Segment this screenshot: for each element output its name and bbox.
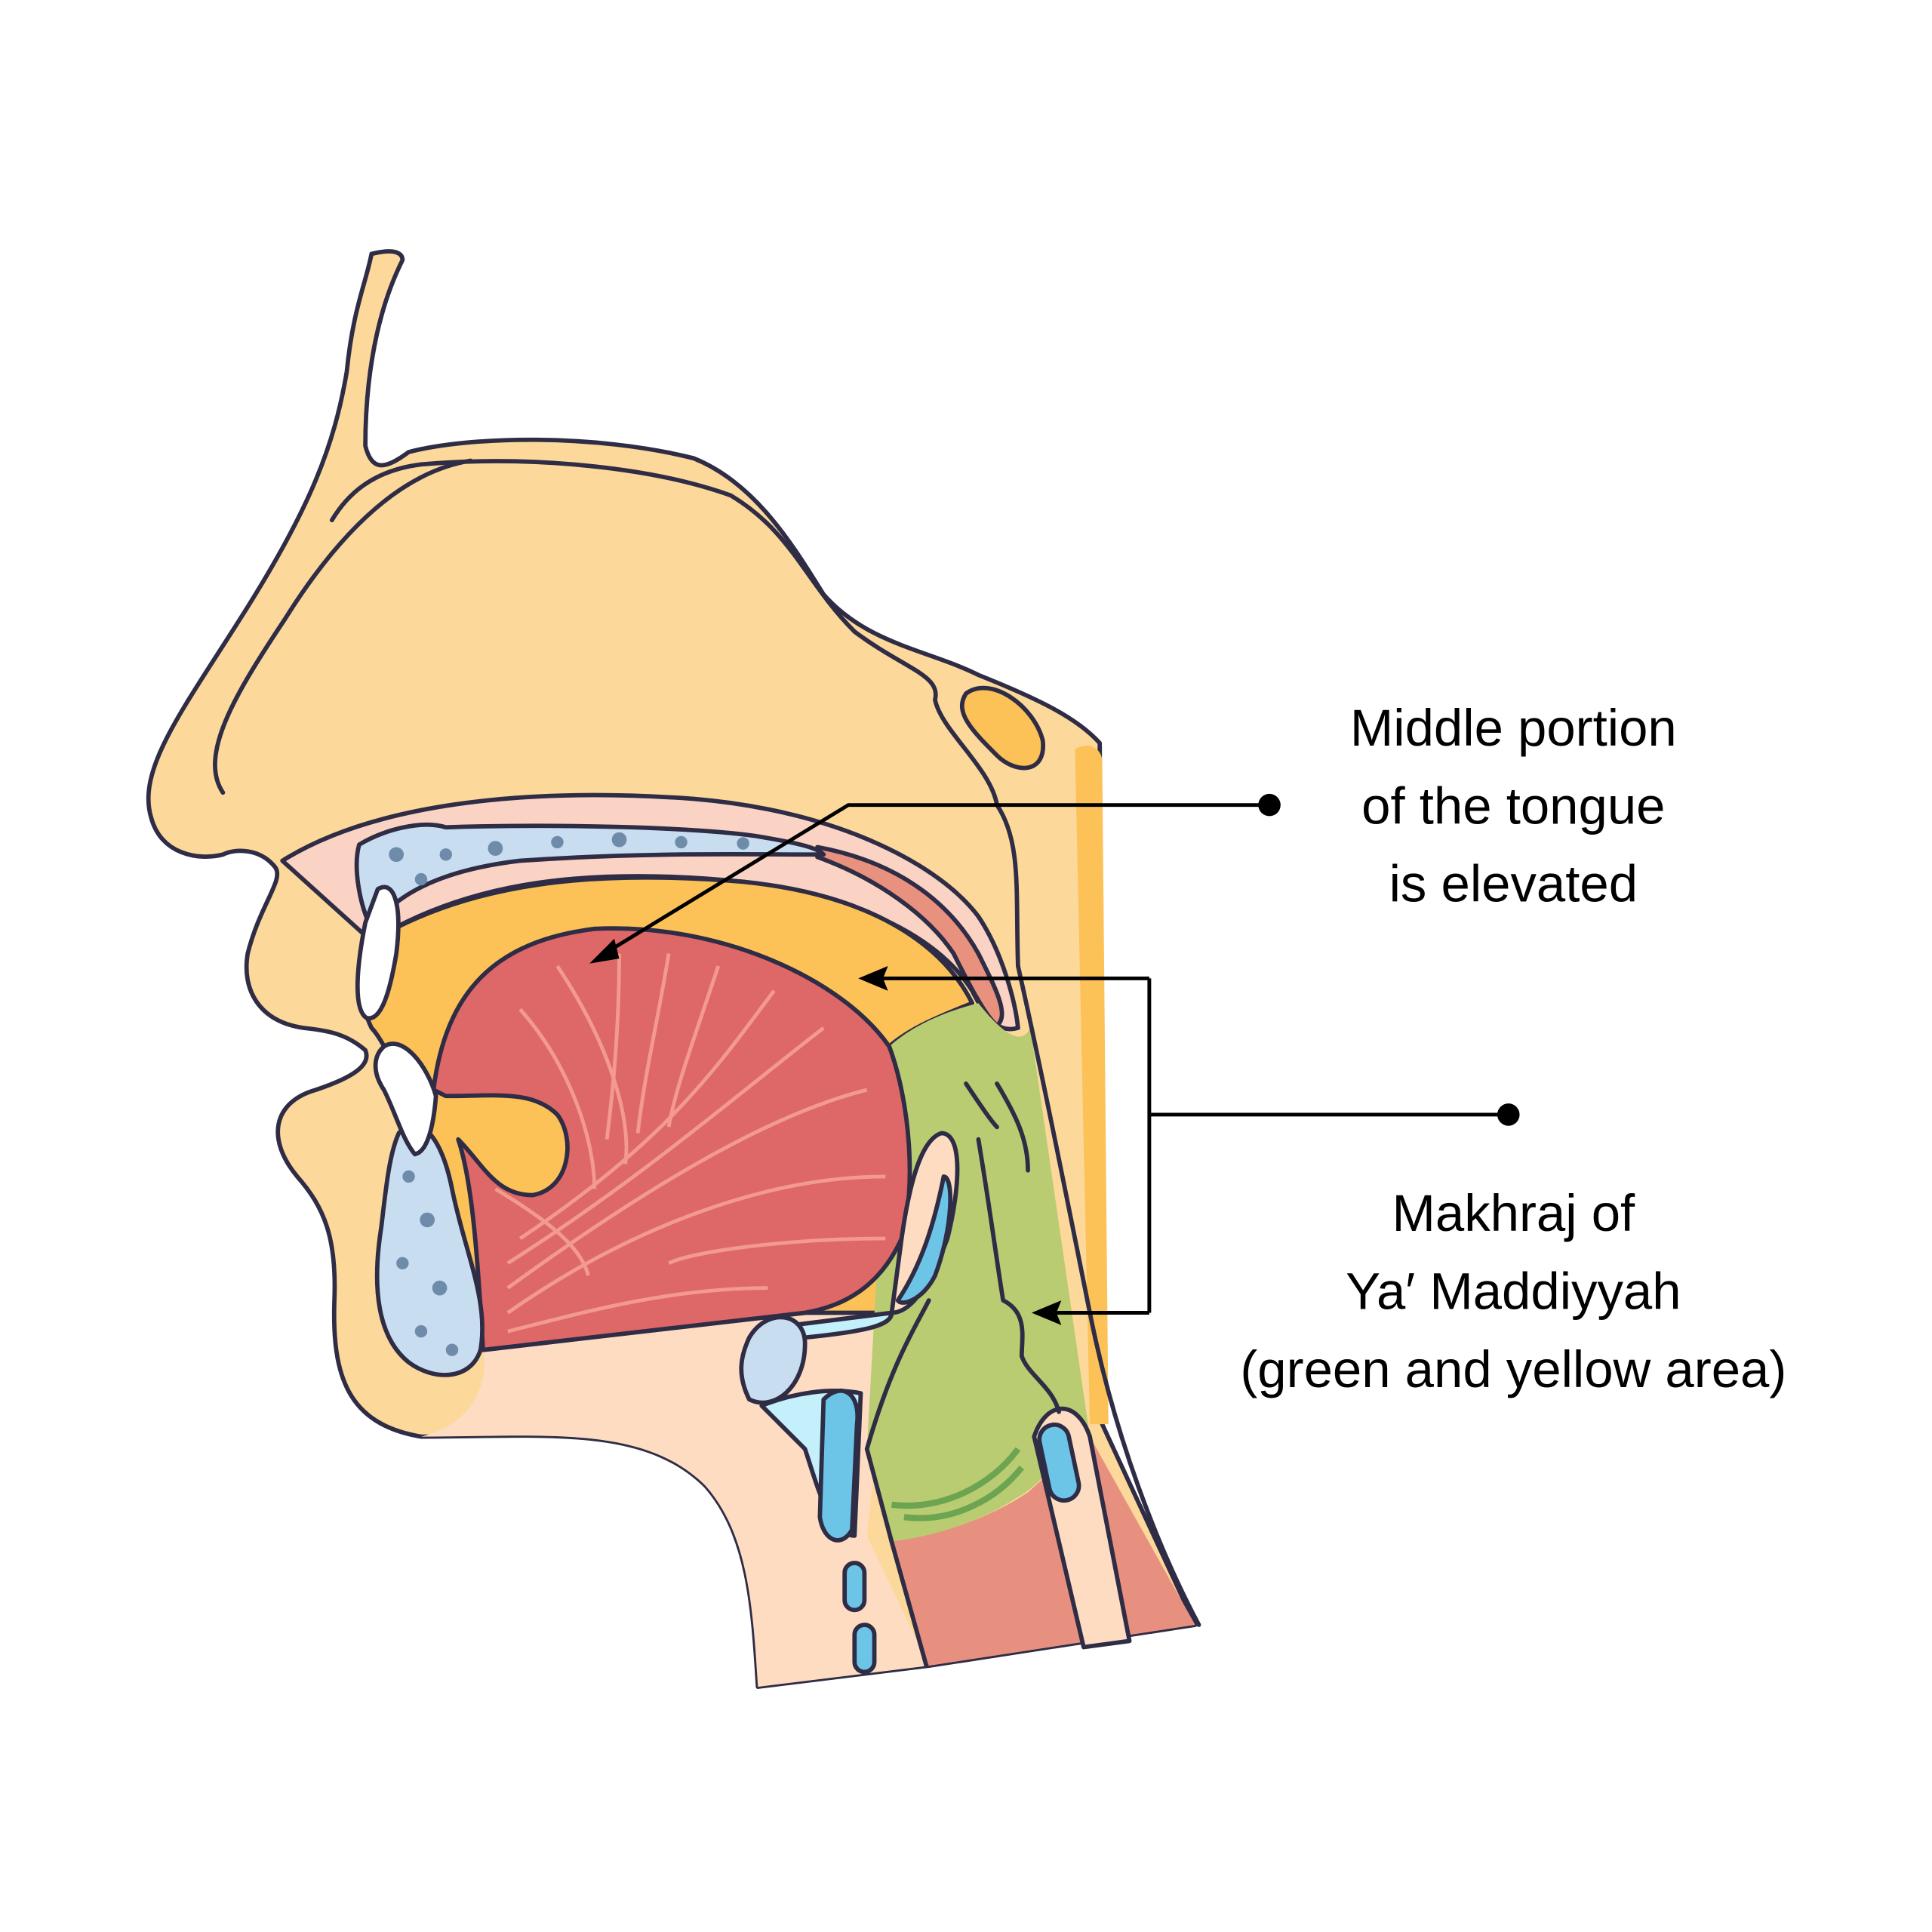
spine-stripe: [1075, 746, 1109, 1425]
label-tongue-line2: of the tongue: [1361, 777, 1665, 835]
trachea-ring-1: [842, 1561, 867, 1613]
pharynx-folds: [964, 1081, 1061, 1414]
mandible-bone: [374, 1123, 485, 1377]
nasal-inner-wall: [213, 458, 473, 795]
annotation-dot-makhraj: [1497, 1103, 1520, 1126]
arrowhead-tongue: [589, 938, 620, 964]
arrowhead-yellow-area: [858, 966, 888, 991]
annotation-dot-tongue: [1258, 793, 1281, 817]
label-tongue-line3: is elevated: [1389, 855, 1638, 913]
pharynx-front-line: [864, 1298, 931, 1669]
label-makhraj-line1: Makhraj of: [1392, 1184, 1635, 1242]
label-makhraj-line3: (green and yellow area): [1240, 1340, 1786, 1398]
label-tongue-line1: Middle portion: [1350, 699, 1677, 757]
epiglottis-cartilage: [895, 1174, 953, 1305]
arytenoid-cartilage: [1037, 1422, 1081, 1503]
thyroid-cartilage: [817, 1389, 860, 1543]
upper-tooth: [355, 884, 401, 1021]
hyoid-ligament: [790, 1310, 894, 1340]
tongue: [431, 926, 912, 1352]
trachea-ring-2: [852, 1623, 877, 1675]
annotation-makhraj: [872, 976, 1509, 1315]
arrowhead-green-area: [1031, 1300, 1062, 1325]
pharynx-region: [866, 1003, 1091, 1543]
label-makhraj-line2: Ya′ Maddiyyah: [1346, 1263, 1681, 1321]
lower-tooth: [373, 1041, 438, 1157]
annotation-tongue: [603, 803, 1270, 955]
vocal-folds: [891, 1447, 1025, 1521]
hyoid-bone: [739, 1315, 808, 1405]
tongue-fibers: [494, 953, 886, 1334]
nasal-sinus: [960, 685, 1045, 771]
